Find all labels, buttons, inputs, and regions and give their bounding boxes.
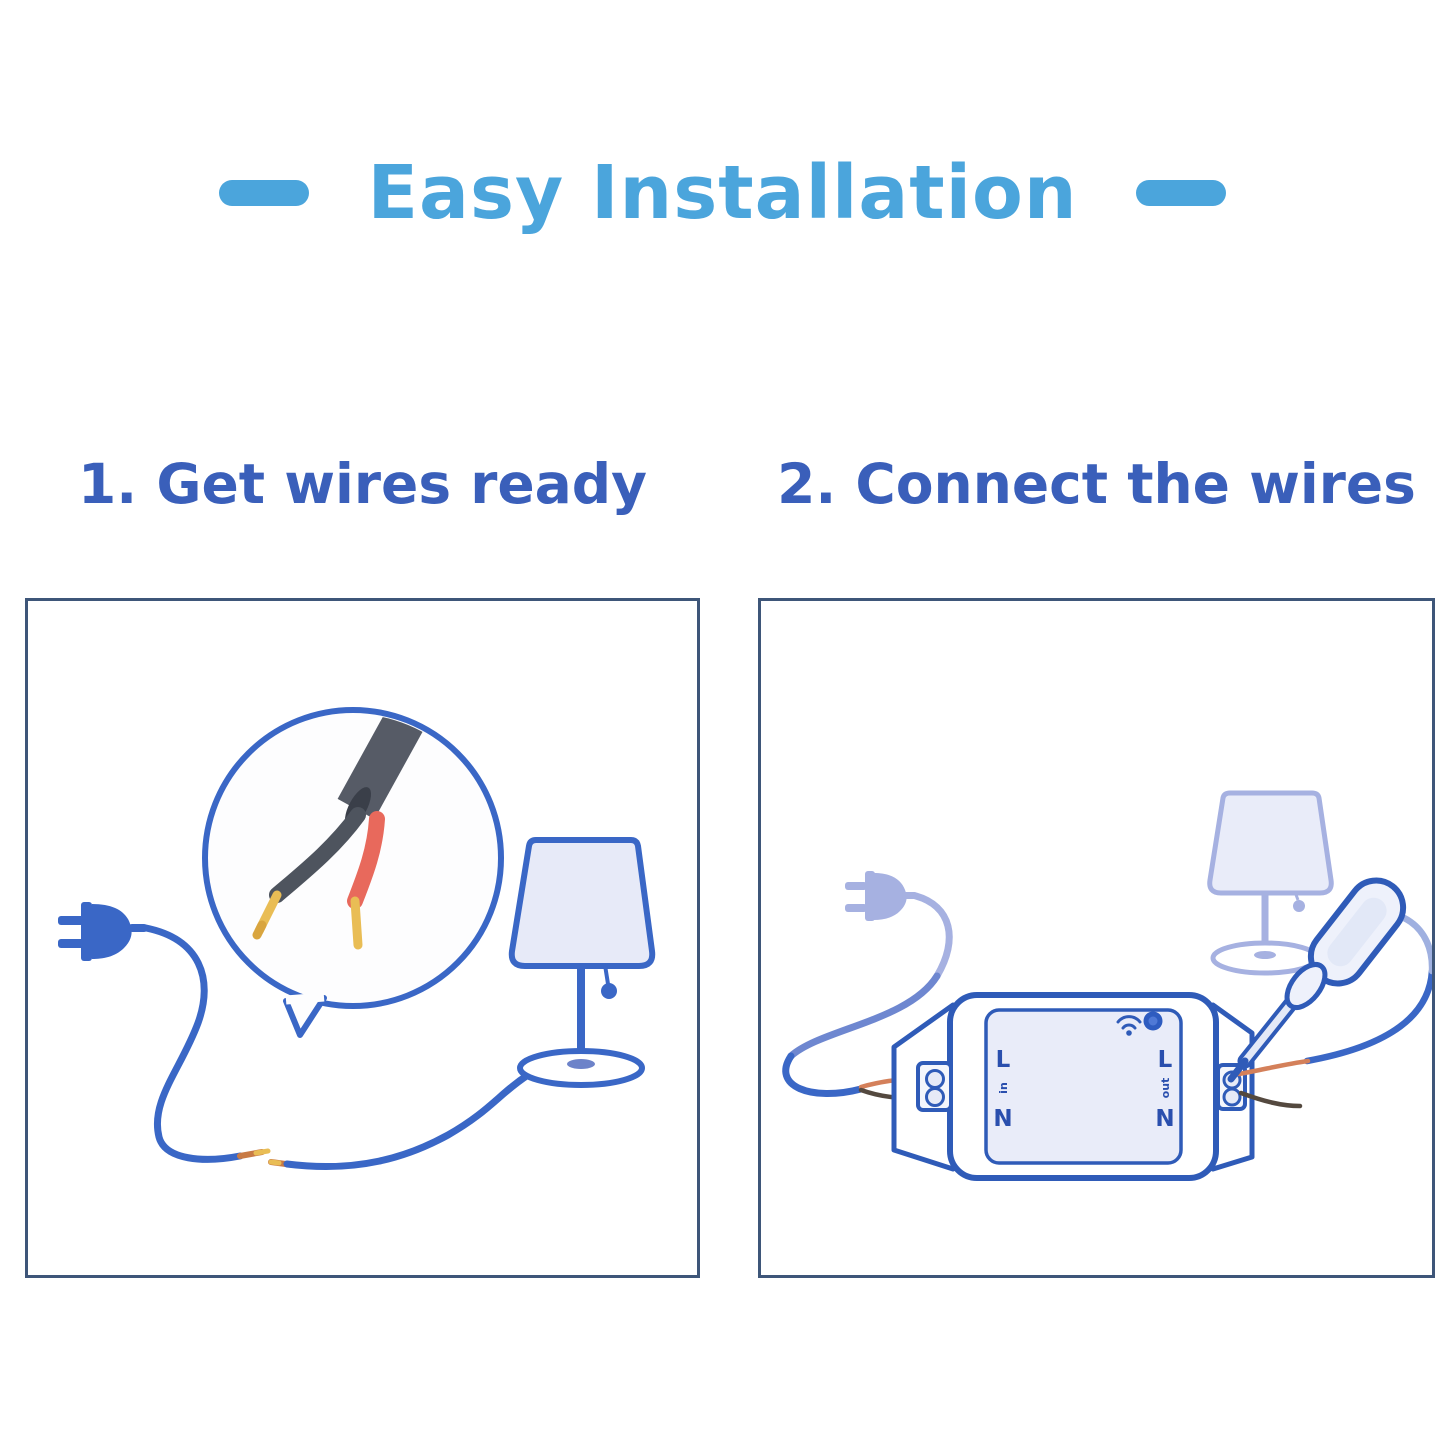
step-2-heading: 2. Connect the wires (777, 452, 1416, 516)
output-label-mid: out (1159, 1078, 1172, 1099)
power-cord (142, 924, 532, 1171)
step-2-illustration-panel: L in N L out N (758, 598, 1435, 1278)
output-wires (1236, 1058, 1311, 1109)
lamp-pull-chain-icon (601, 964, 617, 999)
page-title: Easy Installation (367, 150, 1078, 236)
output-label-line: L (1158, 1047, 1173, 1073)
step-1-heading: 1. Get wires ready (78, 452, 647, 516)
table-lamp-icon-faded (1207, 790, 1334, 976)
input-label-neutral: N (993, 1106, 1012, 1132)
magnifier-bubble (202, 707, 504, 1038)
smart-switch-device: L in N L out N (891, 992, 1255, 1181)
input-terminal-block (916, 1061, 953, 1112)
step-1-illustration-panel (25, 598, 700, 1278)
input-label-mid: in (997, 1082, 1010, 1094)
plug-icon (58, 902, 148, 961)
screwdriver-icon (1227, 877, 1407, 1083)
input-label-line: L (996, 1047, 1011, 1073)
input-terminal-labels: L in N (993, 1047, 1012, 1132)
stripped-cable-icon (252, 714, 439, 950)
plug-icon-faded (782, 871, 953, 1098)
title-dash-left-icon (219, 180, 310, 206)
title-dash-right-icon (1135, 180, 1226, 206)
title-row: Easy Installation (0, 150, 1445, 236)
table-lamp-icon (508, 837, 656, 1088)
cut-wire-tip-left (237, 1148, 271, 1159)
wires-ready-illustration (58, 707, 656, 1171)
output-label-neutral: N (1155, 1106, 1174, 1132)
wifi-icon (1116, 1015, 1142, 1036)
status-led (1143, 1011, 1163, 1031)
connect-wires-illustration: L in N L out N (782, 790, 1432, 1181)
output-terminal-labels: L out N (1155, 1047, 1174, 1132)
